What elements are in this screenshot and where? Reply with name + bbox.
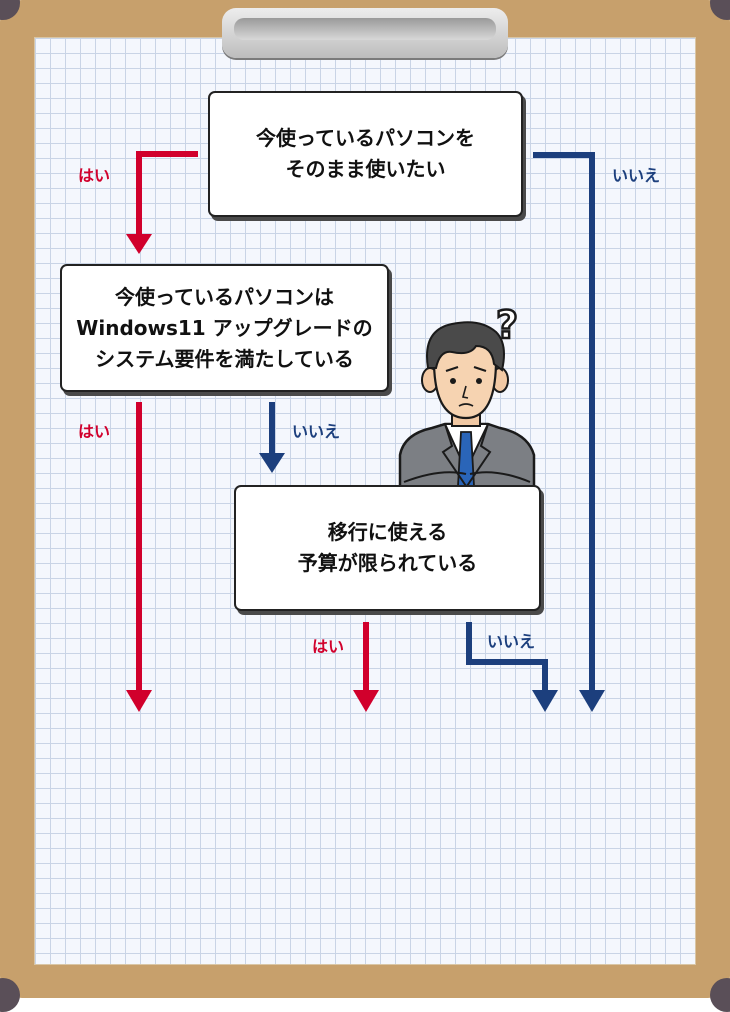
question-2-line-3: システム要件を満たしている xyxy=(95,346,354,371)
arrowhead-q2-no xyxy=(259,453,285,473)
label-q1-no: いいえ xyxy=(612,166,661,185)
label-q2-yes: はい xyxy=(78,422,111,441)
label-q3-no: いいえ xyxy=(487,632,536,651)
label-q1-yes: はい xyxy=(78,166,111,185)
arrowhead-q3-no xyxy=(532,690,558,712)
question-3-line-1: 移行に使える xyxy=(327,520,448,544)
confused-businessman-illustration: ? xyxy=(398,302,536,492)
board-corner xyxy=(0,0,20,20)
arrow-q1-yes xyxy=(136,151,198,236)
label-q2-no: いいえ xyxy=(292,422,341,441)
arrow-q3-no xyxy=(466,622,548,692)
arrowhead-q2-yes xyxy=(126,690,152,712)
arrowhead-q1-no xyxy=(579,690,605,712)
board-corner xyxy=(710,0,730,20)
arrowhead-q1-yes xyxy=(126,234,152,254)
question-box-3: 移行に使える 予算が限られている xyxy=(234,485,541,611)
question-box-1: 今使っているパソコンを そのまま使いたい xyxy=(208,91,523,217)
question-2-line-2: Windows11 アップグレードの xyxy=(76,315,373,340)
clipboard-clip xyxy=(222,8,508,58)
question-1-line-2: そのまま使いたい xyxy=(285,157,446,181)
label-q3-yes: はい xyxy=(312,637,345,656)
question-1-line-1: 今使っているパソコンを xyxy=(256,126,475,150)
arrow-q1-no xyxy=(533,152,595,692)
arrowhead-q3-yes xyxy=(353,690,379,712)
question-2-line-1: 今使っているパソコンは xyxy=(114,284,334,309)
question-3-line-2: 予算が限られている xyxy=(297,551,478,575)
question-box-2: 今使っているパソコンは Windows11 アップグレードの システム要件を満た… xyxy=(60,264,389,392)
